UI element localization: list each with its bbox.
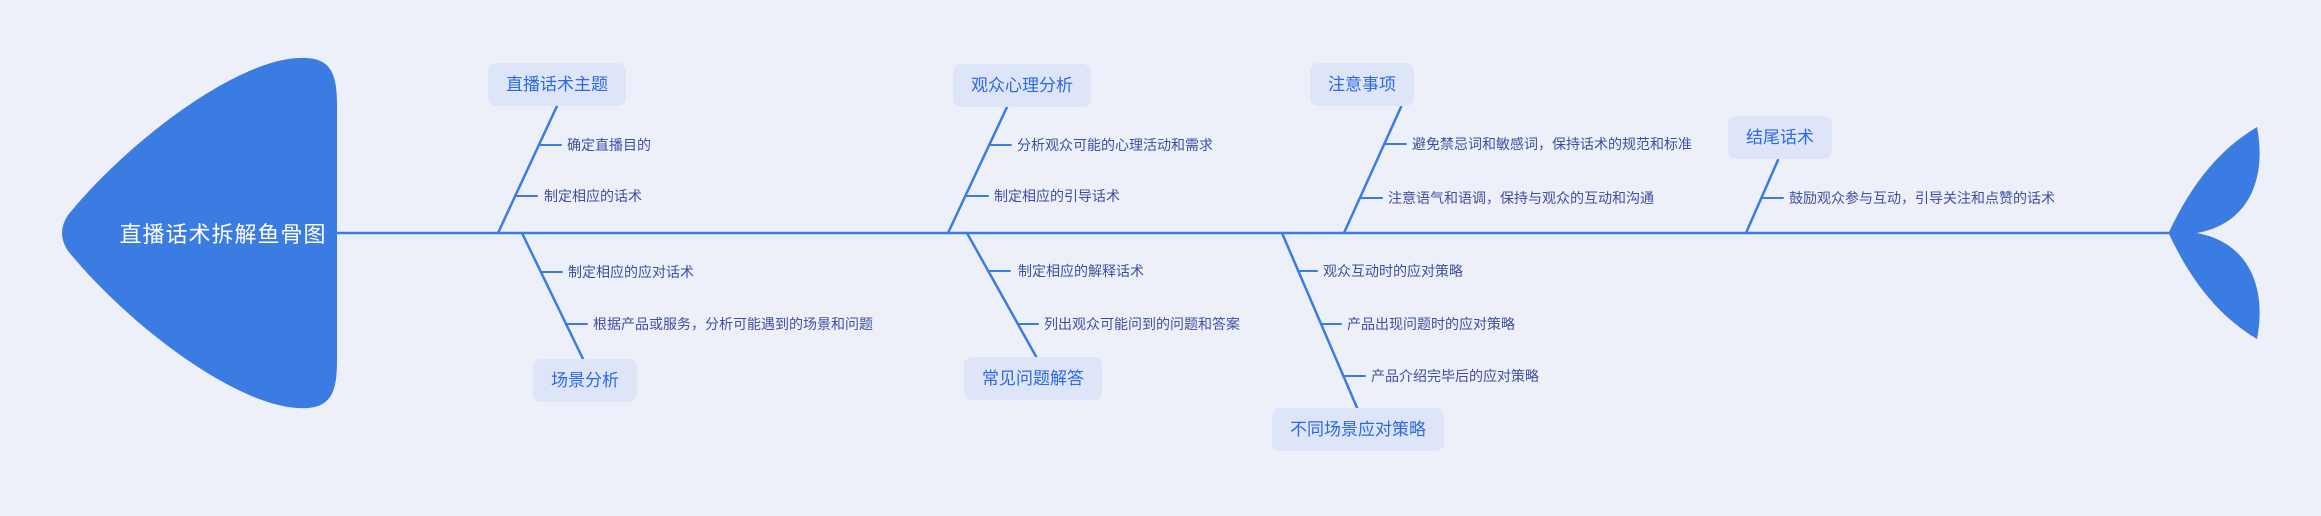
fish-tail-top-fin (2169, 127, 2260, 235)
leaf-item[interactable]: 产品介绍完毕后的应对策略 (1371, 368, 1539, 384)
branch-node-precautions[interactable]: 注意事项 (1310, 63, 1414, 106)
leaf-item[interactable]: 注意语气和语调，保持与观众的互动和沟通 (1388, 190, 1654, 206)
leaf-item[interactable]: 制定相应的引导话术 (994, 188, 1120, 204)
leaf-item[interactable]: 列出观众可能问到的问题和答案 (1044, 316, 1240, 332)
branch-node-scene-analysis[interactable]: 场景分析 (533, 359, 637, 402)
leaf-item[interactable]: 制定相应的话术 (544, 188, 642, 204)
leaf-item[interactable]: 制定相应的应对话术 (568, 264, 694, 280)
rib-closing-script (1744, 158, 1780, 235)
leaf-item[interactable]: 鼓励观众参与互动，引导关注和点赞的话术 (1789, 190, 2055, 206)
branch-node-scenario-strategies[interactable]: 不同场景应对策略 (1272, 408, 1444, 451)
branch-node-closing-script[interactable]: 结尾话术 (1728, 116, 1832, 159)
leaf-item[interactable]: 避免禁忌词和敏感词，保持话术的规范和标准 (1412, 136, 1692, 152)
fish-head-shape[interactable] (62, 57, 337, 409)
rib-topic (496, 104, 559, 235)
rib-faq (965, 231, 1040, 362)
leaf-item[interactable]: 产品出现问题时的应对策略 (1347, 316, 1515, 332)
leaf-item[interactable]: 分析观众可能的心理活动和需求 (1017, 137, 1213, 153)
rib-scene-analysis (520, 231, 586, 363)
diagram-title[interactable]: 直播话术拆解鱼骨图 (119, 222, 327, 247)
leaf-item[interactable]: 观众互动时的应对策略 (1323, 263, 1463, 279)
rib-audience-psychology (946, 105, 1009, 235)
rib-precautions (1342, 105, 1403, 235)
leaf-item[interactable]: 确定直播目的 (567, 137, 651, 153)
fish-tail-bottom-fin (2169, 231, 2260, 339)
leaf-item[interactable]: 制定相应的解释话术 (1018, 263, 1144, 279)
branch-node-topic[interactable]: 直播话术主题 (488, 63, 626, 106)
branch-node-faq[interactable]: 常见问题解答 (964, 357, 1102, 400)
branch-node-audience-psychology[interactable]: 观众心理分析 (953, 64, 1091, 107)
rib-scenario-strategies (1280, 231, 1360, 412)
leaf-item[interactable]: 根据产品或服务，分析可能遇到的场景和问题 (593, 316, 873, 332)
